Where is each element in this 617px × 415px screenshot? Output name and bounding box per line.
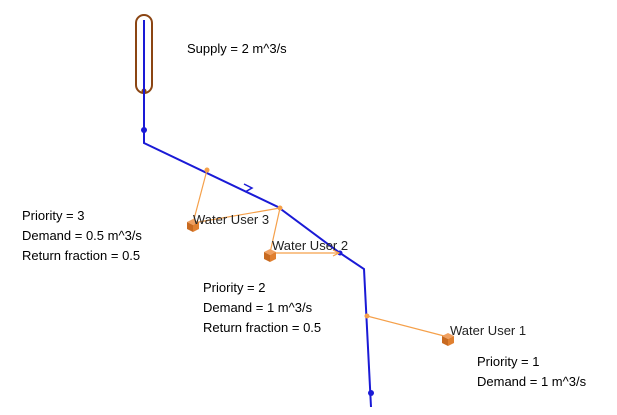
water-user-3-icon[interactable]	[187, 219, 199, 232]
user2-diversion-point[interactable]	[277, 205, 283, 211]
water-user-2-demand: Demand = 1 m^3/s	[203, 300, 313, 315]
water-user-2-return-fraction: Return fraction = 0.5	[203, 320, 322, 335]
river-node-3[interactable]	[368, 390, 374, 396]
water-user-1-attributes: Priority = 1 Demand = 1 m^3/s	[477, 352, 586, 392]
user1-diversion-link[interactable]	[366, 315, 449, 338]
user2-diversion-link[interactable]	[269, 207, 281, 254]
river-node-1[interactable]	[141, 127, 147, 133]
water-user-2-icon[interactable]	[264, 249, 276, 262]
water-user-3-name: Water User 3	[193, 212, 270, 227]
user3-diversion-link[interactable]	[192, 169, 208, 224]
flow-direction-arrow-icon	[243, 183, 254, 193]
water-user-2-priority: Priority = 2	[203, 280, 266, 295]
supply-label: Supply = 2 m^3/s	[187, 41, 287, 56]
water-user-2-attributes: Priority = 2 Demand = 1 m^3/s Return fra…	[203, 278, 321, 338]
water-user-2-name: Water User 2	[272, 238, 349, 253]
water-user-1-name: Water User 1	[450, 323, 527, 338]
user3-diversion-point[interactable]	[204, 167, 210, 173]
water-user-3-return-fraction: Return fraction = 0.5	[22, 248, 141, 263]
water-user-3-attributes: Priority = 3 Demand = 0.5 m^3/s Return f…	[22, 206, 142, 266]
water-user-3-demand: Demand = 0.5 m^3/s	[22, 228, 142, 243]
user3-return-link[interactable]	[192, 207, 281, 224]
user2-return-arrow-icon	[332, 249, 341, 257]
user1-diversion-point[interactable]	[364, 313, 370, 319]
water-user-1-demand: Demand = 1 m^3/s	[477, 374, 587, 389]
water-user-3-priority: Priority = 3	[22, 208, 85, 223]
water-user-1-icon[interactable]	[442, 333, 454, 346]
water-user-1-priority: Priority = 1	[477, 354, 540, 369]
